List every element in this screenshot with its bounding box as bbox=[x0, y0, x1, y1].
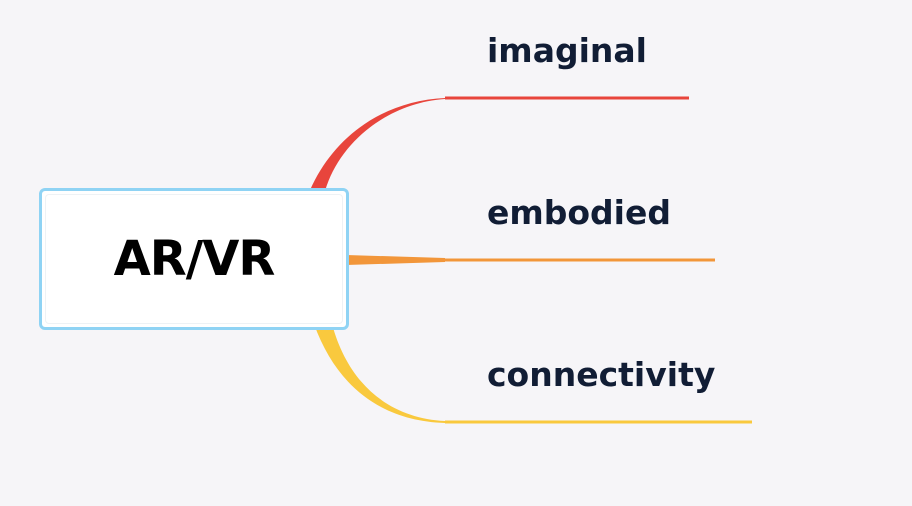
root-label: AR/VR bbox=[113, 231, 276, 287]
branch-label-connectivity[interactable]: connectivity bbox=[487, 355, 716, 394]
branch-connector-imaginal bbox=[308, 98, 445, 195]
branch-label-imaginal[interactable]: imaginal bbox=[487, 31, 647, 70]
branch-label-embodied[interactable]: embodied bbox=[487, 193, 671, 232]
branch-connector-connectivity bbox=[314, 324, 445, 423]
root-node[interactable]: AR/VR bbox=[39, 188, 349, 330]
root-node-inner bbox=[45, 194, 343, 324]
branch-connector-embodied bbox=[346, 255, 445, 265]
